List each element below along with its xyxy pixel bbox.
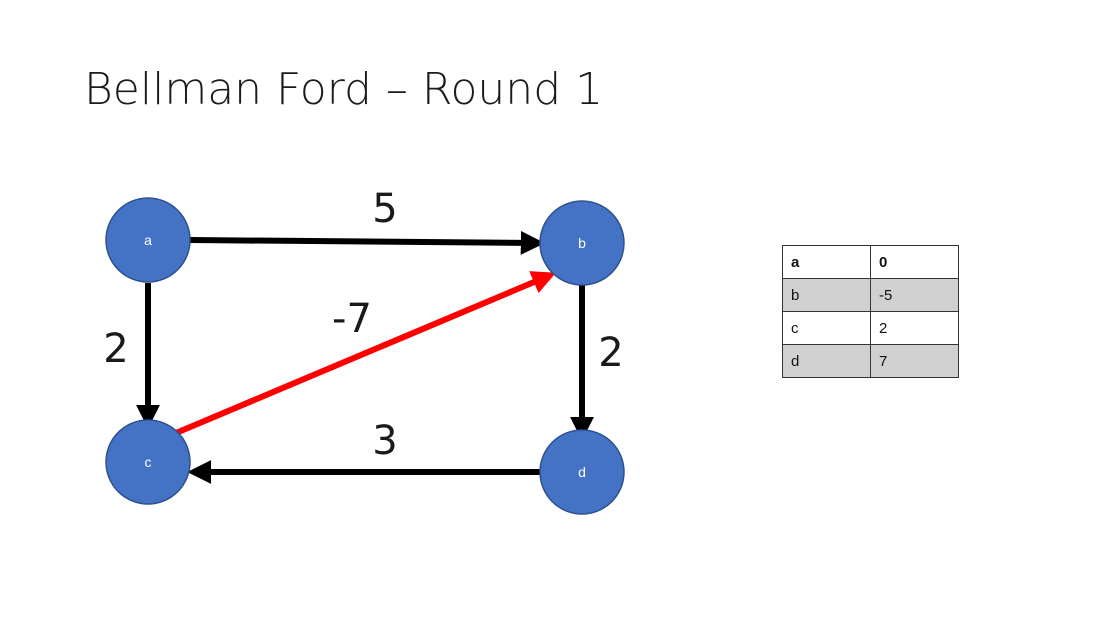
edge-label-a-b: 5: [372, 186, 397, 232]
edge-label-c-b: -7: [332, 296, 372, 342]
edge-c-b: [174, 271, 556, 436]
table-cell-distance: 7: [870, 344, 959, 378]
node-b: b: [539, 200, 625, 286]
edge-label-b-d: 2: [598, 330, 623, 376]
edge-a-b: [189, 230, 545, 255]
node-label-a: a: [144, 232, 152, 248]
table-cell-node: b: [782, 278, 871, 312]
table-row: a 0: [782, 245, 959, 279]
table-cell-node: c: [782, 311, 871, 345]
distance-table: a 0 b -5 c 2 d 7: [782, 245, 959, 378]
node-c: c: [105, 419, 191, 505]
node-label-b: b: [578, 235, 586, 251]
table-cell-distance: -5: [870, 278, 959, 312]
table-row: c 2: [782, 311, 959, 345]
node-a: a: [105, 197, 191, 283]
node-label-d: d: [578, 464, 586, 480]
table-cell-distance: 0: [870, 245, 959, 279]
slide-title: Bellman Ford – Round 1: [84, 64, 604, 115]
table-cell-node: a: [782, 245, 871, 279]
node-d: d: [539, 429, 625, 515]
table-row: b -5: [782, 278, 959, 312]
edge-label-a-c: 2: [103, 326, 128, 372]
edge-label-d-c: 3: [372, 418, 397, 464]
table-cell-node: d: [782, 344, 871, 378]
table-cell-distance: 2: [870, 311, 959, 345]
table-row: d 7: [782, 344, 959, 378]
node-label-c: c: [145, 454, 152, 470]
